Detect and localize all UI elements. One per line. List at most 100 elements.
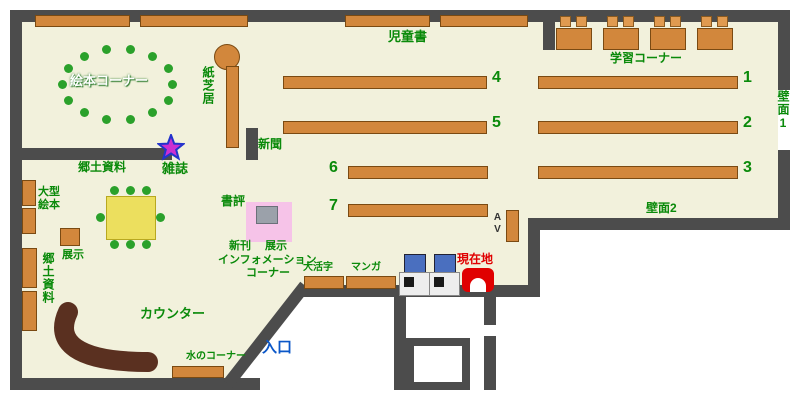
new-arrivals-exhibit-label: 展示 [265,240,287,252]
bookshelf-7 [348,204,488,217]
terminal-slot [434,277,444,287]
seat-dot [80,108,89,117]
av-shelf [506,210,519,242]
wall-segment [528,218,540,297]
bookshelf-top-3 [345,15,430,27]
entrance-label: 入口 [262,339,293,356]
study-desk [556,28,592,50]
newspaper-rack [226,66,239,148]
picture-book-corner-label: 絵本コーナー [70,73,149,88]
local-materials-left-label: 郷土資料 [41,252,55,304]
local-materials-shelf [22,291,37,331]
terminal-screen [434,254,456,273]
study-desk [650,28,686,50]
bookshelf-top-4 [440,15,528,27]
seat-dot [164,96,173,105]
stairwell-outline [406,338,470,390]
study-corner-label: 学習コーナー [610,51,683,65]
seat-dot [126,45,135,54]
reading-table [106,196,156,240]
shelf-number-4: 4 [492,69,501,86]
water-corner-label: 水のコーナー [186,351,246,362]
bookshelf-4 [283,76,487,89]
manga-label: マンガ [351,262,381,273]
seat-dot [110,240,119,249]
seat-dot [156,213,165,222]
wall-segment [394,297,406,390]
seat-dot [58,80,67,89]
large-print-shelf [304,276,344,289]
large-picture-books-label-2: 絵本 [38,199,60,211]
seat-dot [64,64,73,73]
bookshelf-2 [538,121,738,134]
wall-segment [246,128,258,160]
av-label: AV [492,212,503,236]
kamishibai-label: 紙芝居 [201,66,215,105]
large-picture-books-label-1: 大型 [38,186,60,198]
bookshelf-1 [538,76,738,89]
current-location-marker-arch [470,278,486,292]
seat-dot [110,186,119,195]
wall2-label: 壁面2 [646,201,677,215]
study-chair [670,16,681,27]
counter-label: カウンター [140,306,206,321]
shelf-number-7: 7 [329,197,338,214]
wall-segment [10,378,260,390]
terminal-screen [404,254,426,273]
bookshelf-top-1 [35,15,130,27]
bookshelf-6 [348,166,488,179]
shelf-number-3: 3 [743,159,752,176]
large-picture-book-shelf [22,208,36,234]
seat-dot [148,108,157,117]
seat-dot [126,186,135,195]
large-print-label: 大活字 [303,262,333,273]
seat-dot [126,240,135,249]
wall1-label: 壁面1 [776,90,790,131]
wall-segment [778,150,790,230]
seat-dot [80,52,89,61]
study-desk [603,28,639,50]
local-materials-upper-label: 郷土資料 [78,160,127,174]
book-review-stand [256,206,278,224]
newspaper-label: 新聞 [258,137,283,151]
seat-dot [126,115,135,124]
wall-segment [10,10,22,390]
seat-dot [148,52,157,61]
wall-segment [543,10,555,50]
wall-segment [484,336,496,390]
wall-segment [484,297,496,325]
study-chair [623,16,634,27]
bookshelf-3 [538,166,738,179]
terminal-slot [404,277,414,287]
wall-segment [22,148,172,160]
round-table [214,44,240,70]
seat-dot [168,80,177,89]
new-arrivals-label: 新刊 [229,240,251,252]
seat-dot [64,96,73,105]
wall-segment [778,10,790,90]
seat-dot [102,115,111,124]
exhibit-table [60,228,80,246]
current-location-label: 現在地 [457,252,494,266]
study-chair [576,16,587,27]
bookshelf-5 [283,121,487,134]
seat-dot [164,64,173,73]
seat-dot [102,45,111,54]
counter-desk [54,302,158,372]
book-review-label: 書評 [221,194,246,208]
magazine-star-marker [157,134,185,161]
information-label-2: コーナー [246,267,290,279]
study-desk [697,28,733,50]
water-corner-shelf [172,366,224,378]
bookshelf-top-2 [140,15,248,27]
exhibit-label: 展示 [62,249,84,261]
shelf-number-5: 5 [492,114,501,131]
shelf-number-1: 1 [743,69,752,86]
shelf-number-6: 6 [329,159,338,176]
manga-shelf [346,276,396,289]
study-chair [701,16,712,27]
large-picture-book-shelf [22,180,36,206]
current-location-marker [462,268,494,292]
seat-dot [142,186,151,195]
